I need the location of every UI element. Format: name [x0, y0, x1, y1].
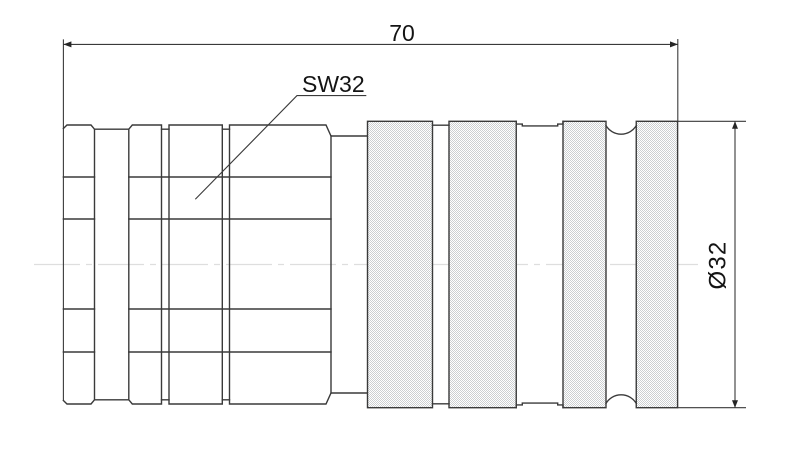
svg-text:SW32: SW32 [302, 71, 365, 97]
svg-text:70: 70 [389, 20, 415, 46]
svg-text:Ø32: Ø32 [705, 241, 732, 290]
